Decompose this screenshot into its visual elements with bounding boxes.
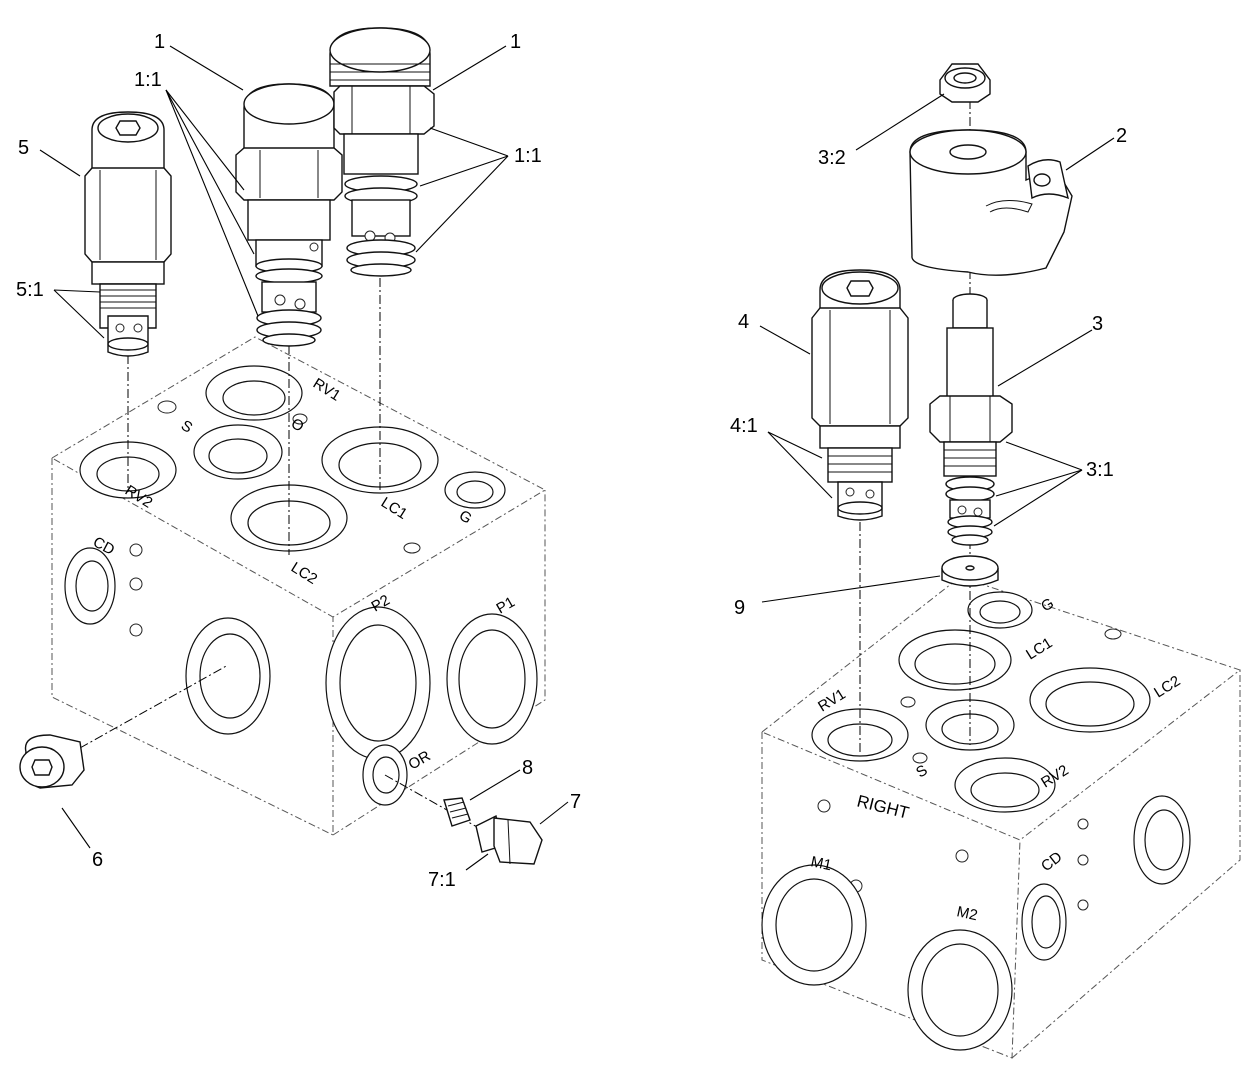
part-5-relief-valve bbox=[84, 111, 172, 357]
right-port-m1 bbox=[761, 864, 867, 986]
right-label-g: G bbox=[1038, 595, 1057, 616]
left-port-s bbox=[193, 424, 283, 480]
callout-6: 6 bbox=[92, 849, 103, 871]
right-port-cd bbox=[1021, 883, 1067, 961]
hex-socket-icon bbox=[31, 759, 53, 776]
part-6-port-plug bbox=[19, 734, 85, 789]
callout-4-1: 4:1 bbox=[730, 415, 758, 437]
hex-socket-icon bbox=[115, 120, 141, 136]
left-label-g: G bbox=[456, 507, 475, 528]
right-port-g bbox=[967, 591, 1033, 629]
left-label-lc2: LC2 bbox=[288, 559, 320, 588]
callout-3-1: 3:1 bbox=[1086, 459, 1114, 481]
right-manifold-block: RV1 LC1 G LC2 S RV2 CD M1 M2 RIGHT bbox=[761, 576, 1242, 1059]
left-port-p2 bbox=[325, 606, 431, 760]
right-top-hole bbox=[900, 696, 916, 708]
left-face-hole bbox=[129, 577, 143, 591]
left-port-g bbox=[444, 471, 506, 509]
right-side-port bbox=[1133, 795, 1191, 885]
right-port-m2 bbox=[907, 929, 1013, 1051]
right-label-m2: M2 bbox=[955, 903, 979, 924]
left-label-s: S bbox=[178, 417, 196, 437]
callout-5-1: 5:1 bbox=[16, 279, 44, 301]
callout-5: 5 bbox=[18, 137, 29, 159]
callout-1-right: 1 bbox=[510, 31, 521, 53]
callout-1-1-right: 1:1 bbox=[514, 145, 542, 167]
callout-3-2: 3:2 bbox=[818, 147, 846, 169]
part-9-washer bbox=[941, 555, 999, 587]
right-label-m1: M1 bbox=[809, 853, 833, 874]
part-1-cartridge-valve-right bbox=[329, 27, 435, 277]
part-3-solenoid-valve bbox=[929, 293, 1013, 546]
hex-socket-icon bbox=[846, 280, 874, 297]
part-2-solenoid-coil bbox=[909, 129, 1073, 276]
right-label-lc1: LC1 bbox=[1023, 634, 1055, 663]
left-face-port-6 bbox=[185, 617, 271, 735]
callout-2: 2 bbox=[1116, 125, 1127, 147]
callout-8: 8 bbox=[522, 757, 533, 779]
right-port-rv2 bbox=[954, 757, 1056, 813]
callouts: 1 1 1:1 1:1 5 5:1 6 8 7 7:1 3:2 2 3 4 4:… bbox=[16, 31, 1127, 891]
part-3-2-nut bbox=[939, 63, 991, 103]
left-label-lc1: LC1 bbox=[378, 494, 410, 523]
right-stamp: RIGHT bbox=[855, 791, 911, 822]
callout-4: 4 bbox=[738, 311, 749, 333]
part-7-plug bbox=[475, 814, 543, 865]
part-4-relief-valve bbox=[811, 269, 909, 521]
right-port-lc1 bbox=[898, 629, 1012, 691]
right-side-hole bbox=[1077, 818, 1089, 830]
left-label-or: OR bbox=[406, 747, 434, 773]
left-label-p2: P2 bbox=[369, 592, 393, 616]
left-face-hole bbox=[129, 623, 143, 637]
callout-7-1: 7:1 bbox=[428, 869, 456, 891]
right-port-lc2 bbox=[1029, 667, 1151, 733]
left-port-p1 bbox=[446, 613, 538, 745]
right-top-hole bbox=[912, 752, 928, 764]
right-face-hole bbox=[955, 849, 969, 863]
part-1-cartridge-valve-left bbox=[235, 83, 343, 347]
part-8-orifice bbox=[443, 797, 471, 827]
left-top-hole bbox=[157, 400, 177, 414]
left-manifold-block: RV1 S O RV2 LC1 G LC2 CD P2 P1 OR bbox=[51, 336, 547, 836]
right-top-hole bbox=[1104, 628, 1122, 640]
right-label-s: S bbox=[913, 762, 931, 782]
left-port-cd bbox=[64, 547, 116, 625]
left-top-hole bbox=[403, 542, 421, 554]
callout-1-1-upper: 1:1 bbox=[134, 69, 162, 91]
callout-9: 9 bbox=[734, 597, 745, 619]
right-face-hole bbox=[817, 799, 831, 813]
callout-7: 7 bbox=[570, 791, 581, 813]
left-label-rv1: RV1 bbox=[310, 375, 344, 405]
right-label-cd: CD bbox=[1038, 848, 1066, 875]
left-label-p1: P1 bbox=[494, 594, 518, 618]
callout-1-left: 1 bbox=[154, 31, 165, 53]
right-port-s bbox=[925, 699, 1015, 751]
left-face-hole bbox=[129, 543, 143, 557]
right-side-hole bbox=[1077, 899, 1089, 911]
left-assembly-axes bbox=[79, 278, 501, 841]
callout-3: 3 bbox=[1092, 313, 1103, 335]
leader-lines bbox=[39, 45, 1115, 871]
left-top-hole bbox=[292, 413, 308, 425]
right-label-lc2: LC2 bbox=[1151, 672, 1183, 701]
right-side-hole bbox=[1077, 854, 1089, 866]
left-port-rv1 bbox=[205, 365, 303, 421]
